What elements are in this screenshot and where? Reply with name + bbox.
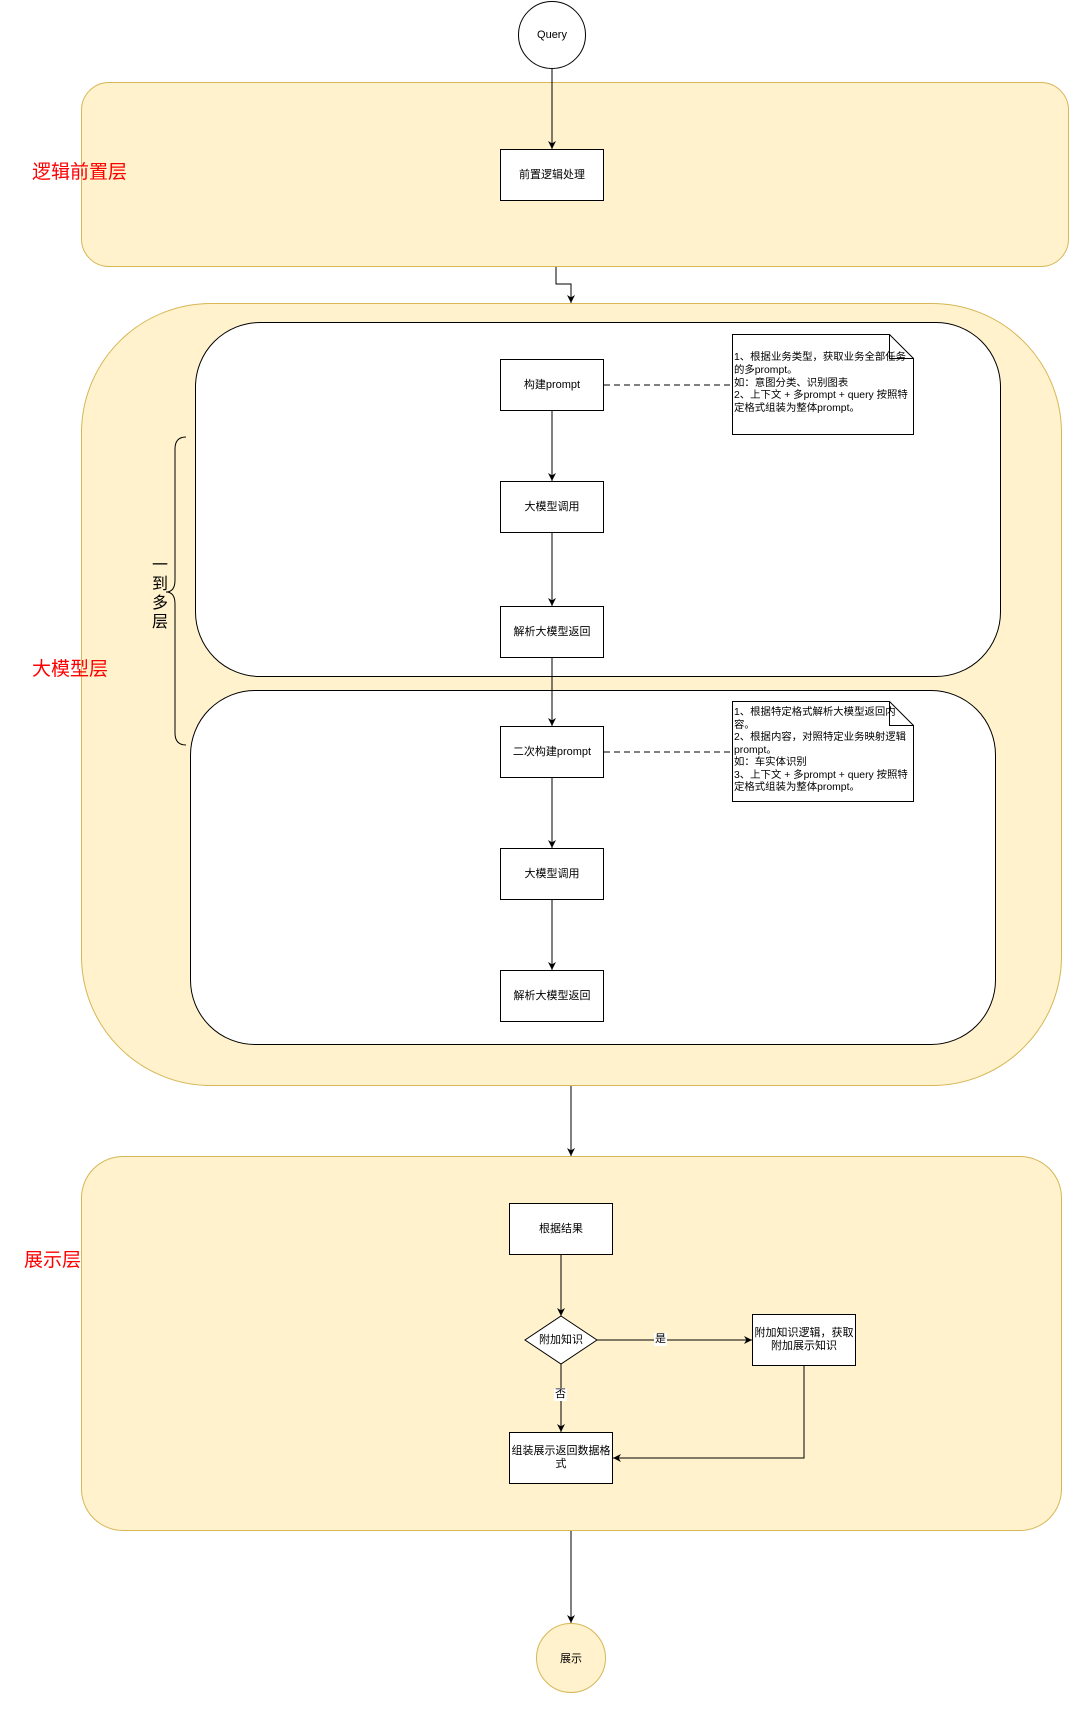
node-preprocess-logic: 前置逻辑处理 bbox=[500, 149, 604, 201]
note-line: 定格式组装为整体prompt。 bbox=[734, 403, 860, 415]
note-line: prompt。 bbox=[734, 744, 777, 756]
start-node-query: Query bbox=[518, 1, 586, 69]
node-by-result: 根据结果 bbox=[509, 1203, 613, 1255]
arrow-layer1-to-layer2 bbox=[555, 267, 575, 303]
bracket-label-one-to-many: 一到多层 bbox=[149, 556, 166, 632]
end-node-display: 展示 bbox=[536, 1623, 606, 1693]
node-second-build-prompt: 二次构建prompt bbox=[500, 726, 604, 778]
node-build-prompt: 构建prompt bbox=[500, 359, 604, 411]
note-line: 2、根据内容，对照特定业务映射逻辑 bbox=[734, 732, 907, 744]
note-line: 定格式组装为整体prompt。 bbox=[734, 782, 860, 794]
note-line: 1、根据特定格式解析大模型返回内 bbox=[734, 706, 896, 718]
node-extra-knowledge-logic: 附加知识逻辑，获取附加展示知识 bbox=[752, 1314, 856, 1366]
note-line: 2、上下文 + 多prompt + query 按照特 bbox=[734, 390, 908, 402]
note-line: 容。 bbox=[734, 719, 755, 731]
node-parse-model-return-second: 解析大模型返回 bbox=[500, 970, 604, 1022]
note-line: 如：车实体识别 bbox=[734, 757, 807, 769]
note-line: 3、上下文 + 多prompt + query 按照特 bbox=[734, 769, 908, 781]
edge-label-no: 否 bbox=[554, 1388, 567, 1401]
layer-title-large-model: 大模型层 bbox=[32, 659, 109, 680]
node-model-call-second: 大模型调用 bbox=[500, 848, 604, 900]
decision-label-extra-knowledge: 附加知识 bbox=[539, 1334, 583, 1346]
node-parse-model-return-first: 解析大模型返回 bbox=[500, 606, 604, 658]
edge-label-yes: 是 bbox=[654, 1333, 667, 1346]
note-text-first: 1、根据业务类型，获取业务全部任务 的多prompt。 如：意图分类、识别图表 … bbox=[732, 334, 913, 434]
note-line: 1、根据业务类型，获取业务全部任务 bbox=[734, 352, 907, 364]
layer-title-display: 展示层 bbox=[24, 1250, 82, 1271]
note-line: 如：意图分类、识别图表 bbox=[734, 377, 849, 389]
note-text-second: 1、根据特定格式解析大模型返回内 容。 2、根据内容，对照特定业务映射逻辑 pr… bbox=[732, 701, 913, 801]
node-model-call-first: 大模型调用 bbox=[500, 481, 604, 533]
note-line: 的多prompt。 bbox=[734, 364, 798, 376]
layer-title-logic-preprocess: 逻辑前置层 bbox=[32, 162, 128, 183]
node-assemble-return-format: 组装展示返回数据格式 bbox=[509, 1432, 613, 1484]
